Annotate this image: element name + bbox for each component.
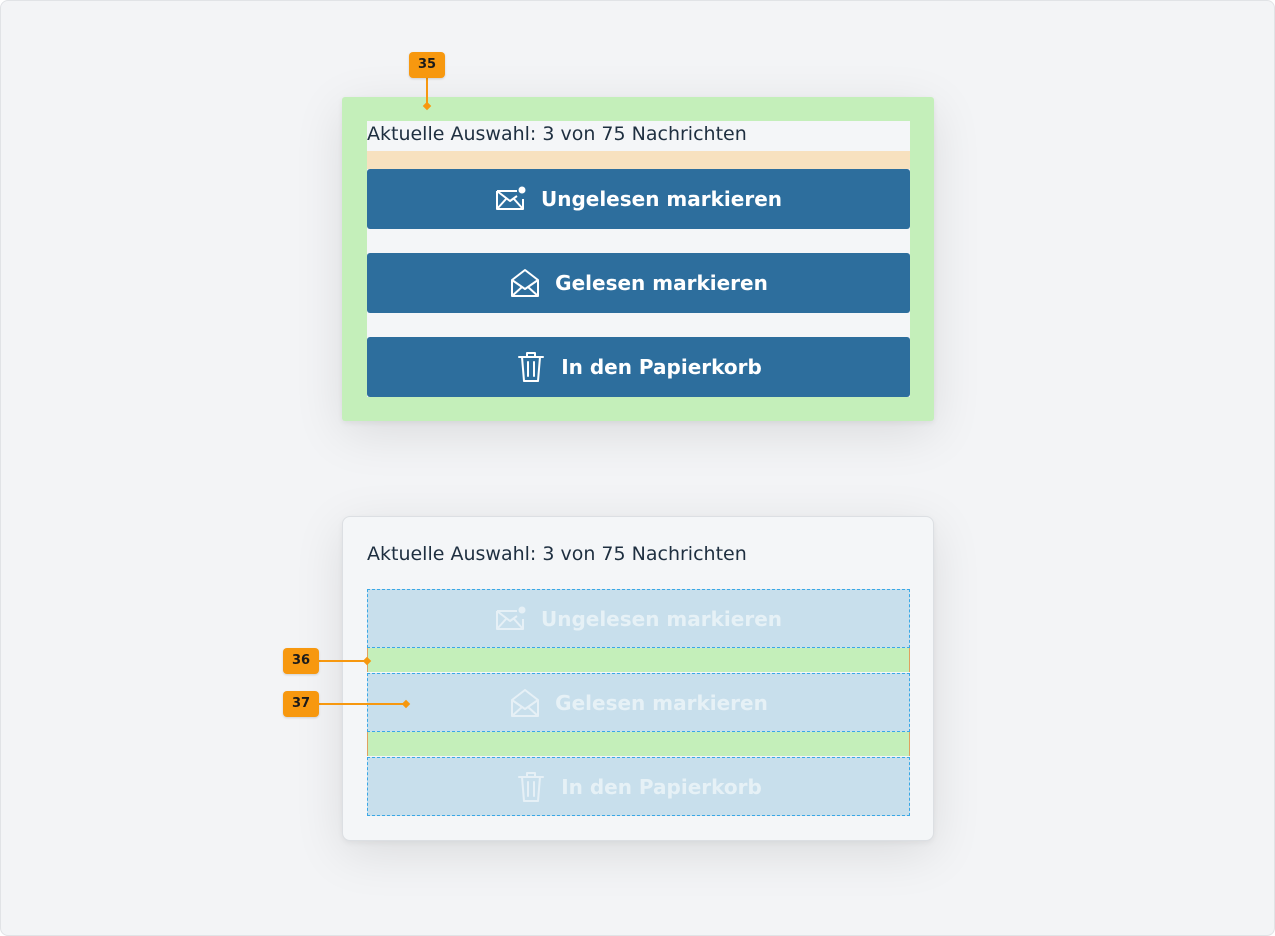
trash-button-box[interactable]: In den Papierkorb bbox=[367, 757, 910, 816]
annotation-leader-line bbox=[319, 660, 367, 662]
mark-unread-button-box[interactable]: Ungelesen markieren bbox=[367, 589, 910, 648]
button-stack: Ungelesen markieren Gelesen markieren bbox=[367, 589, 910, 817]
action-panel-content: Aktuelle Auswahl: 3 von 75 Nachrichten U… bbox=[367, 121, 910, 397]
envelope-open-icon bbox=[509, 687, 541, 719]
button-gap bbox=[367, 732, 910, 756]
button-gap bbox=[367, 648, 910, 672]
action-panel-padding-view: Aktuelle Auswahl: 3 von 75 Nachrichten U… bbox=[342, 97, 934, 421]
annotation-leader-line bbox=[426, 78, 428, 106]
trash-icon bbox=[515, 771, 547, 803]
annotation-badge-button-box: 37 bbox=[283, 691, 319, 717]
action-panel-layout-view: Aktuelle Auswahl: 3 von 75 Nachrichten U… bbox=[342, 516, 934, 841]
annotation-leader-line bbox=[319, 703, 407, 705]
mark-read-button[interactable]: Gelesen markieren bbox=[367, 253, 910, 313]
selection-count-text: Aktuelle Auswahl: 3 von 75 Nachrichten bbox=[367, 123, 747, 145]
trash-label: In den Papierkorb bbox=[561, 774, 762, 799]
trash-icon bbox=[515, 351, 547, 383]
annotation-badge-padding: 35 bbox=[409, 52, 445, 78]
envelope-unread-icon bbox=[495, 603, 527, 635]
annotation-badge-gap: 36 bbox=[283, 648, 319, 674]
mark-unread-label: Ungelesen markieren bbox=[540, 606, 783, 631]
mark-read-button-box[interactable]: Gelesen markieren bbox=[367, 673, 910, 732]
mark-unread-button[interactable]: Ungelesen markieren bbox=[367, 169, 910, 229]
envelope-unread-icon bbox=[495, 183, 527, 215]
selection-count-text: Aktuelle Auswahl: 3 von 75 Nachrichten bbox=[367, 543, 747, 565]
envelope-open-icon bbox=[509, 267, 541, 299]
spacing-marker bbox=[367, 151, 910, 169]
mark-unread-label: Ungelesen markieren bbox=[540, 187, 783, 211]
trash-label: In den Papierkorb bbox=[561, 355, 762, 379]
trash-button[interactable]: In den Papierkorb bbox=[367, 337, 910, 397]
mark-read-label: Gelesen markieren bbox=[555, 271, 768, 295]
mark-read-label: Gelesen markieren bbox=[555, 690, 768, 715]
